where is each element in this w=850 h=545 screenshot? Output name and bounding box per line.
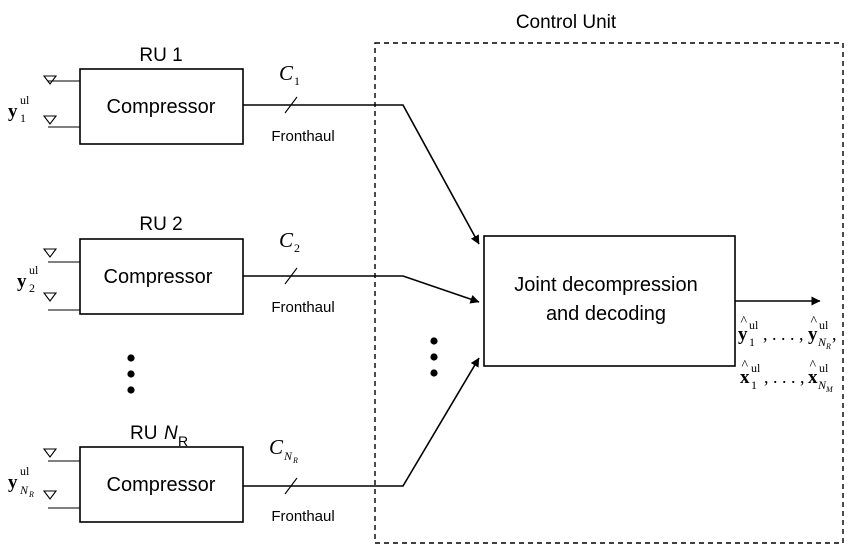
ru-nr-capacity-label: C N R	[269, 435, 298, 465]
ru2-signal-label: y ul 2	[17, 263, 39, 295]
svg-text:C: C	[269, 435, 284, 459]
svg-text:ul: ul	[20, 464, 30, 478]
ru1-fronthaul-label: Fronthaul	[271, 128, 334, 145]
ru2-title: RU 2	[139, 214, 182, 235]
svg-text:R: R	[292, 456, 298, 465]
ru1-compressor-box	[79, 68, 244, 145]
svg-text:R: R	[28, 490, 34, 499]
svg-text:y: y	[8, 472, 18, 493]
ru1-slash	[284, 96, 298, 114]
ru2-fronthaul-link	[243, 275, 480, 304]
svg-text:y: y	[17, 271, 27, 292]
svg-text:ul: ul	[751, 361, 761, 375]
svg-text:1: 1	[749, 335, 755, 349]
radio-unit-2: RU 2 y ul 2 Compressor C 2 Fronthaul	[17, 214, 480, 316]
radio-unit-ellipsis	[127, 354, 135, 394]
svg-text:x: x	[808, 367, 818, 388]
ru-nr-signal-label: y ul N R	[8, 464, 34, 499]
svg-text:^: ^	[810, 358, 817, 373]
control-unit-boundary	[374, 42, 844, 544]
svg-text:1: 1	[751, 378, 757, 392]
svg-text:y: y	[738, 324, 748, 345]
svg-text:N: N	[19, 483, 29, 497]
svg-text:2: 2	[29, 281, 35, 295]
ru-nr-antenna-icon	[42, 448, 80, 509]
svg-text:ul: ul	[29, 263, 39, 277]
radio-unit-1: RU 1 y ul 1 Compressor C 1 Fronthaul	[8, 45, 480, 245]
ru-nr-fronthaul-label: Fronthaul	[271, 508, 334, 525]
ru1-fronthaul-link	[243, 104, 480, 245]
ru2-capacity-label: C 2	[279, 228, 300, 255]
svg-text:y: y	[808, 324, 818, 345]
svg-text:, . . . ,: , . . . ,	[763, 324, 804, 344]
ru1-signal-label: y ul 1	[8, 93, 30, 125]
svg-text:,: ,	[832, 324, 837, 344]
control-unit-title: Control Unit	[516, 12, 617, 33]
output-label-y: y ^ ul 1 , . . . , y ^ ul N R ,	[738, 314, 837, 351]
joint-decoder-box	[483, 235, 736, 367]
svg-text:N: N	[817, 378, 827, 392]
svg-text:y: y	[8, 101, 18, 122]
svg-text:, . . . ,: , . . . ,	[764, 367, 805, 387]
svg-text:1: 1	[294, 74, 300, 88]
ru-nr-compressor-box	[79, 446, 244, 523]
svg-text:^: ^	[741, 314, 748, 329]
ru2-slash	[284, 267, 298, 285]
ru2-compressor-box	[79, 238, 244, 315]
svg-text:x: x	[740, 367, 750, 388]
svg-text:N: N	[817, 335, 827, 349]
joint-decoder-label-line2: and decoding	[546, 303, 666, 325]
svg-text:R: R	[178, 433, 188, 449]
radio-unit-nr: RU N R y ul N R Compressor C N R Frontha…	[8, 357, 480, 525]
ru-nr-slash	[284, 477, 298, 495]
ru1-title: RU 1	[139, 45, 182, 66]
output-label-x: x ^ ul 1 , . . . , x ^ ul N M	[740, 358, 834, 394]
ru-nr-title: RU N R	[130, 423, 188, 449]
svg-text:^: ^	[742, 358, 749, 373]
svg-text:ul: ul	[819, 318, 829, 332]
svg-text:ul: ul	[20, 93, 30, 107]
joint-decoder-label-line1: Joint decompression	[514, 274, 697, 296]
svg-text:^: ^	[811, 314, 818, 329]
ru2-antenna-icon	[42, 248, 80, 311]
svg-text:N: N	[283, 449, 293, 463]
svg-text:ul: ul	[749, 318, 759, 332]
svg-text:M: M	[825, 385, 834, 394]
ru-nr-compressor-label: Compressor	[107, 474, 216, 496]
ru2-compressor-label: Compressor	[104, 266, 213, 288]
control-unit-ellipsis	[430, 337, 438, 377]
ru1-compressor-label: Compressor	[107, 96, 216, 118]
svg-text:ul: ul	[819, 361, 829, 375]
ru-nr-fronthaul-link	[243, 357, 480, 487]
svg-text:1: 1	[20, 111, 26, 125]
ru2-fronthaul-label: Fronthaul	[271, 299, 334, 316]
svg-text:R: R	[825, 342, 831, 351]
svg-text:C: C	[279, 228, 294, 252]
svg-text:C: C	[279, 61, 294, 85]
ru1-antenna-icon	[42, 75, 80, 128]
svg-text:2: 2	[294, 241, 300, 255]
svg-text:RU: RU	[130, 423, 163, 444]
svg-text:N: N	[164, 423, 178, 444]
ru1-capacity-label: C 1	[279, 61, 300, 88]
